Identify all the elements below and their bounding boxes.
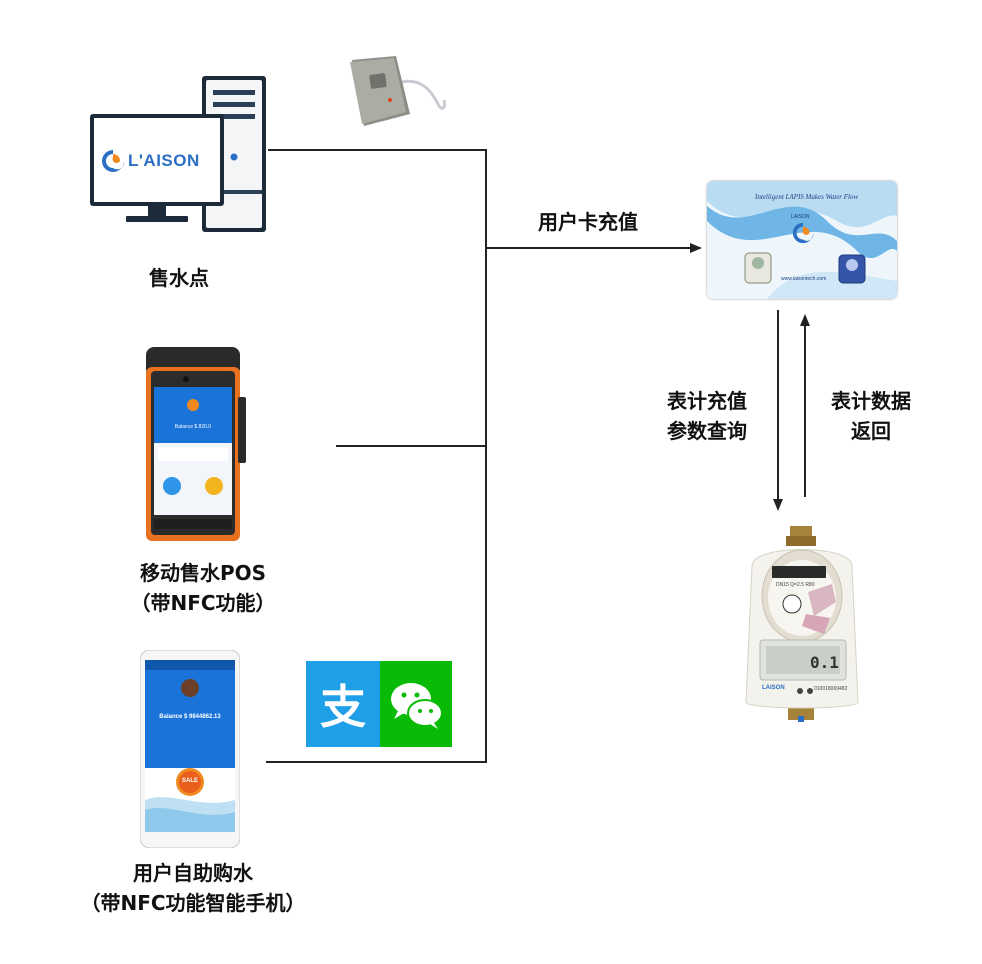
edge-label-meter-return-line2: 返回 [851, 419, 891, 443]
alipay-glyph: 支 [320, 680, 366, 734]
edge-label-meter-query-line2: 参数查询 [667, 419, 747, 443]
computer-icon [90, 76, 266, 232]
wechat-bubbles-icon [391, 683, 443, 729]
sale-point-computer: L'AISON [88, 72, 270, 234]
card-logo-icon [792, 222, 814, 244]
smartphone-label-line2: （带NFC功能智能手机） [80, 891, 306, 915]
water-meter-icon [745, 526, 859, 722]
pos-balance: Balance $ 820.0 [174, 424, 212, 430]
meter-brand: LAISON [762, 685, 785, 691]
edge-phone [266, 248, 487, 763]
meter-spec: DN15 Q=2.5 R80 [776, 582, 815, 588]
pos-terminal-icon [146, 347, 246, 541]
edge-label-meter-return-line1: 表计数据 [831, 389, 911, 413]
smartphone-device: Balance $ 9844862.13 SALE [139, 649, 241, 849]
edge-label-meter-query-line1: 表计充值 [667, 389, 747, 413]
edge-label-meter-query: 表计充值 参数查询 [652, 386, 762, 446]
smartphone-label: 用户自助购水 （带NFC功能智能手机） [48, 858, 338, 918]
edge-label-meter-return: 表计数据 返回 [816, 386, 926, 446]
card-url: www.laisontech.com [781, 276, 827, 282]
meter-lcd-reading: 0.1 [810, 653, 839, 672]
phone-balance: Balance $ 9844862.13 [159, 714, 221, 720]
mobile-pos-device: Balance $ 820.0 [144, 347, 246, 543]
card-tagline: Intelligent LAPIS Makes Water Flow [755, 193, 859, 201]
wechat-pay-icon [380, 661, 452, 747]
mobile-pos-label: 移动售水POS （带NFC功能） [118, 558, 288, 618]
laison-logo: L'AISON [100, 146, 218, 176]
mobile-pos-label-line1: 移动售水POS [139, 561, 267, 585]
meter-serial: 010018069482 [814, 686, 848, 692]
edge-sale-point [268, 149, 487, 248]
water-meter: 0.1 DN15 Q=2.5 R80 LAISON 010018069482 [740, 526, 864, 722]
card-reader [334, 52, 446, 132]
phone-sale-badge: SALE [181, 778, 198, 784]
mobile-pos-label-line2: （带NFC功能） [130, 591, 276, 615]
edge-label-recharge: 用户卡充值 [538, 210, 638, 234]
alipay-icon: 支 [306, 661, 380, 747]
user-card: Intelligent LAPIS Makes Water Flow LAISO… [707, 181, 897, 299]
smartphone-label-line1: 用户自助购水 [133, 861, 253, 885]
laison-logo-text: L'AISON [128, 151, 200, 170]
laison-swirl-icon [102, 150, 125, 172]
smartphone-icon [139, 649, 241, 849]
card-brand: LAISON [791, 214, 810, 220]
sale-point-label: 售水点 [149, 266, 209, 290]
card-reader-icon [350, 56, 446, 126]
